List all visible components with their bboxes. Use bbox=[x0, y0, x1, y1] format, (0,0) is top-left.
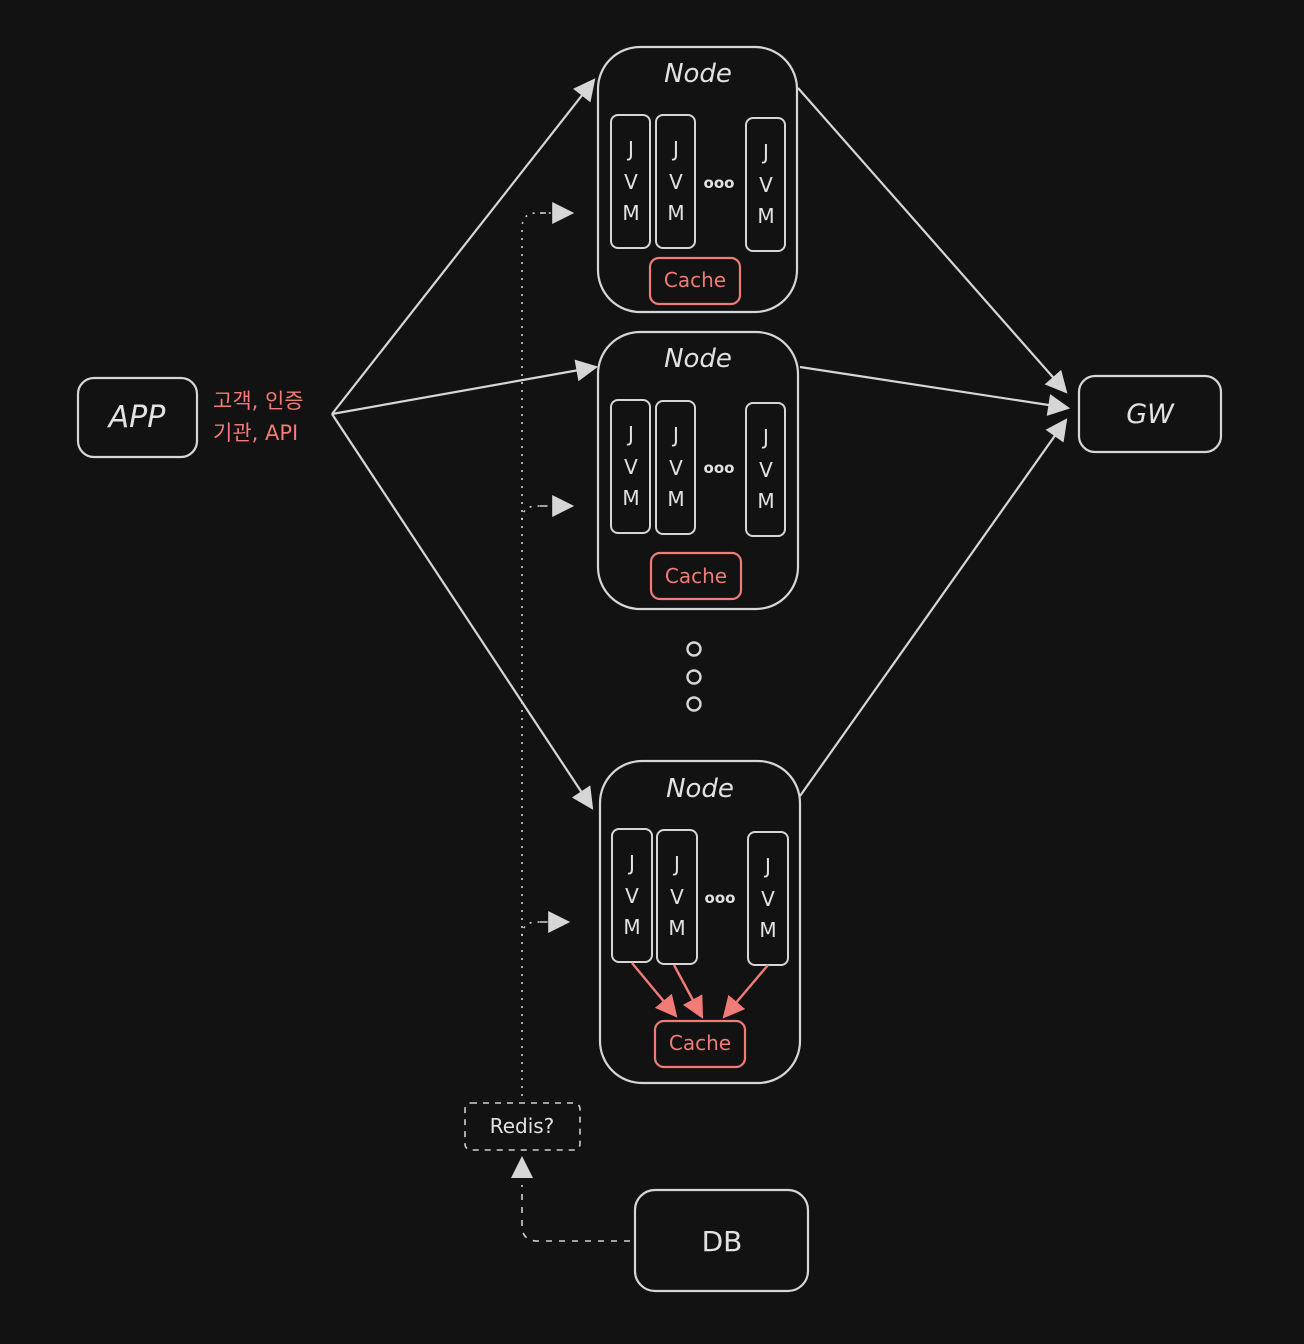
jvm-letter: M bbox=[757, 204, 774, 228]
jvm-letter: M bbox=[622, 486, 639, 510]
jvm-letter: V bbox=[759, 458, 773, 482]
jvm-n: J V M bbox=[747, 831, 789, 966]
node-2[interactable]: Node J V M J V M ooo J V M Cache bbox=[596, 330, 800, 611]
edge-app-node1 bbox=[331, 78, 596, 415]
redis-label: Redis? bbox=[490, 1114, 555, 1138]
edge-node3-gw bbox=[799, 418, 1068, 797]
jvm-2: J V M bbox=[656, 829, 698, 965]
jvm-letter: V bbox=[624, 170, 638, 194]
jvm-ellipsis: ooo bbox=[705, 889, 736, 907]
jvm-letter: V bbox=[669, 456, 683, 480]
jvm-2: J V M bbox=[655, 400, 696, 535]
jvm-1: J V M bbox=[611, 828, 653, 963]
gateway-box[interactable]: GW bbox=[1077, 374, 1223, 454]
node-title: Node bbox=[666, 774, 734, 804]
jvm-letter: M bbox=[622, 201, 639, 225]
app-label: APP bbox=[107, 400, 167, 435]
database-label: DB bbox=[702, 1225, 743, 1258]
jvm-letter: M bbox=[623, 915, 640, 939]
jvm-letter: J bbox=[763, 854, 771, 878]
jvm-ellipsis: ooo bbox=[704, 174, 735, 192]
edge-redis-node3-branch bbox=[521, 921, 560, 937]
arrow-head-redis bbox=[511, 1156, 533, 1178]
app-box[interactable]: APP bbox=[76, 376, 199, 459]
edge-app-node3 bbox=[331, 413, 594, 810]
jvm-letter: V bbox=[669, 170, 683, 194]
jvm-letter: M bbox=[667, 201, 684, 225]
gateway-label: GW bbox=[1126, 399, 1175, 430]
jvm-letter: J bbox=[626, 422, 634, 446]
jvm-letter: J bbox=[627, 851, 635, 875]
edge-jvm1-cache bbox=[631, 962, 678, 1018]
jvm-n: J V M bbox=[745, 402, 786, 537]
node-title: Node bbox=[664, 344, 732, 374]
edge-redis-node2-branch bbox=[521, 505, 560, 521]
jvm-letter: J bbox=[761, 425, 769, 449]
edge-node2-gw bbox=[799, 365, 1071, 416]
jvm-letter: V bbox=[761, 887, 775, 911]
jvm-letter: J bbox=[672, 852, 680, 876]
edge-jvm2-cache bbox=[672, 964, 704, 1019]
cache-label: Cache bbox=[665, 564, 727, 588]
cache-box[interactable]: Cache bbox=[648, 256, 742, 306]
jvm-letter: J bbox=[761, 140, 769, 164]
jvm-letter: V bbox=[624, 455, 638, 479]
jvm-letter: M bbox=[668, 916, 685, 940]
cache-label: Cache bbox=[669, 1031, 731, 1055]
jvm-1: J V M bbox=[610, 114, 651, 249]
jvm-ellipsis: ooo bbox=[704, 459, 735, 477]
more-nodes-icon bbox=[686, 641, 702, 712]
jvm-letter: M bbox=[667, 487, 684, 511]
database-box[interactable]: DB bbox=[633, 1188, 810, 1293]
jvm-letter: M bbox=[759, 918, 776, 942]
redis-box[interactable]: Redis? bbox=[464, 1102, 581, 1151]
node-title: Node bbox=[664, 59, 732, 89]
annotation-line-1: 고객, 인증 bbox=[213, 389, 304, 413]
edge-db-redis bbox=[521, 1185, 630, 1242]
edge-app-node2 bbox=[331, 359, 599, 416]
annotation-line-2: 기관, API bbox=[213, 421, 298, 445]
jvm-letter: M bbox=[757, 489, 774, 513]
jvm-letter: J bbox=[671, 137, 679, 161]
cache-label: Cache bbox=[664, 268, 726, 292]
edge-jvmn-cache bbox=[722, 964, 769, 1019]
jvm-n: J V M bbox=[745, 117, 786, 252]
edge-redis-trunk bbox=[521, 212, 560, 1096]
jvm-2: J V M bbox=[655, 114, 696, 249]
node-3[interactable]: Node J V M J V M ooo J V M Cache bbox=[598, 759, 802, 1085]
jvm-1: J V M bbox=[610, 399, 651, 534]
node-1[interactable]: Node J V M J V M ooo J V M Cache bbox=[596, 45, 799, 314]
jvm-letter: V bbox=[759, 173, 773, 197]
cache-box[interactable]: Cache bbox=[653, 1019, 747, 1069]
jvm-letter: J bbox=[671, 423, 679, 447]
edge-node1-gw bbox=[797, 87, 1068, 394]
jvm-letter: J bbox=[626, 137, 634, 161]
jvm-letter: V bbox=[670, 885, 684, 909]
jvm-letter: V bbox=[625, 884, 639, 908]
cache-box[interactable]: Cache bbox=[649, 551, 743, 601]
